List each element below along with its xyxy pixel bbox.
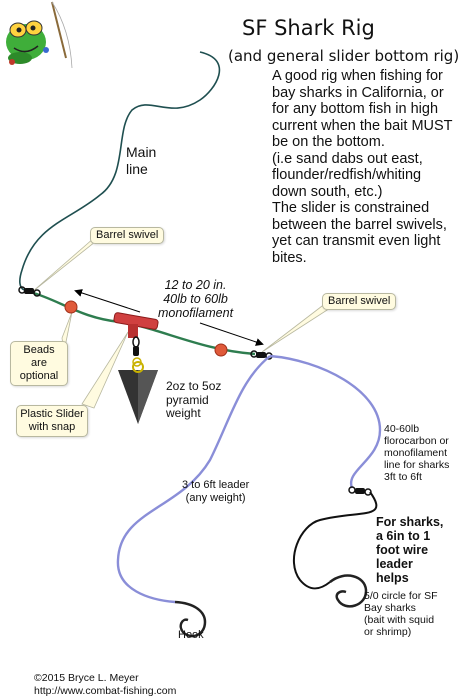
florocarbon-label-line: 3ft to 6ft	[384, 471, 422, 483]
circle-label-line: or shrimp)	[364, 626, 412, 638]
page-subtitle: (and general slider bottom rig)	[228, 47, 460, 65]
beads-callout-line: are	[31, 357, 47, 369]
circle-label-line: Bay sharks	[364, 602, 416, 614]
site-link[interactable]: http://www.combat-fishing.com	[34, 685, 177, 697]
leader-label: 3 to 6ft leader (any weight)	[182, 479, 249, 505]
hook-icon	[174, 600, 207, 638]
wire-label-line: helps	[376, 571, 409, 585]
barrel-swivel-callout-right: Barrel swivel	[322, 293, 397, 310]
wire-leader	[292, 491, 378, 590]
mono-label: 12 to 20 in. 40lb to 60lb monofilament	[158, 278, 233, 320]
mono-label-line: monofilament	[158, 306, 234, 320]
wire-label-line: a 6in to 1	[376, 529, 431, 543]
main-line	[19, 51, 221, 291]
description-line: between the barrel swivels,	[272, 216, 447, 233]
description-line: The slider is constrained	[272, 200, 430, 216]
mono-label-line: 40lb to 60lb	[163, 292, 228, 306]
circle-hook-label: 5/0 circle for SF Bay sharks (bait with …	[364, 590, 438, 638]
description-line: bites.	[272, 249, 307, 266]
wire-label-line: For sharks,	[376, 515, 444, 529]
hook-label: Hook	[178, 629, 204, 641]
description-line: yet can transmit even light	[272, 233, 441, 249]
description-line: for any bottom fish in high	[272, 101, 439, 117]
leader-line	[116, 355, 271, 604]
mono-label-line: 12 to 20 in.	[164, 278, 227, 292]
florocarbon-label-line: 40-60lb	[384, 423, 420, 435]
plastic-slider-icon	[113, 312, 159, 367]
description-line: be on the bottom.	[272, 134, 385, 150]
main-line-label-line: Main	[126, 144, 157, 160]
weight-label: 2oz to 5oz pyramid weight	[166, 379, 222, 421]
florocarbon-label-line: line for sharks	[384, 459, 450, 471]
description-line: current when the bait MUST	[272, 117, 453, 134]
description-line: A good rig when fishing for	[272, 68, 443, 84]
slider-callout-line: Plastic Slider	[20, 408, 84, 420]
rig-description: A good rig when fishing for bay sharks i…	[272, 68, 472, 266]
slider-callout-line: with snap	[28, 421, 76, 433]
frog-fisherman-logo	[6, 1, 73, 69]
leader-label-line: 3 to 6ft leader	[182, 479, 250, 491]
description-line: flounder/redfish/whiting	[272, 167, 422, 183]
weight-label-line: 2oz to 5oz	[166, 379, 222, 393]
barrel-swivel-icon	[18, 286, 41, 297]
pyramid-weight-icon	[118, 361, 158, 424]
weight-label-line: pyramid	[166, 392, 209, 407]
main-line-label-line: line	[126, 161, 148, 177]
bead-icon	[214, 343, 228, 357]
barrel-swivel-callout-left: Barrel swivel	[90, 227, 165, 244]
main-line-label: Main line	[126, 144, 156, 178]
wire-leader-label: For sharks, a 6in to 1 foot wire leader …	[376, 515, 443, 585]
leader-label-line: (any weight)	[185, 492, 246, 504]
description-line: (i.e sand dabs out east,	[272, 150, 423, 167]
circle-label-line: 5/0 circle for SF	[364, 590, 438, 602]
florocarbon-label-line: florocarbon or	[384, 435, 449, 447]
bead-icon	[64, 300, 78, 314]
slider-callout: Plastic Slider with snap	[16, 405, 88, 437]
florocarbon-label: 40-60lb florocarbon or monofilament line…	[384, 423, 449, 483]
beads-callout-line: optional	[19, 370, 59, 382]
beads-callout-line: Beads	[23, 344, 55, 356]
circle-label-line: (bait with squid	[364, 614, 435, 626]
wire-label-line: leader	[376, 557, 413, 571]
circle-hook-icon	[329, 574, 368, 608]
copyright: ©2015 Bryce L. Meyer	[34, 672, 139, 684]
description-line: bay sharks in California, or	[272, 84, 444, 101]
description-line: down south, etc.)	[272, 183, 383, 200]
weight-label-line: weight	[166, 406, 201, 420]
beads-callout: Beads are optional	[10, 341, 68, 386]
florocarbon-label-line: monofilament	[384, 447, 448, 459]
wire-label-line: foot wire	[376, 543, 429, 557]
florocarbon-line	[269, 354, 382, 489]
barrel-swivel-icon	[348, 486, 372, 496]
page-title: SF Shark Rig	[242, 16, 375, 40]
